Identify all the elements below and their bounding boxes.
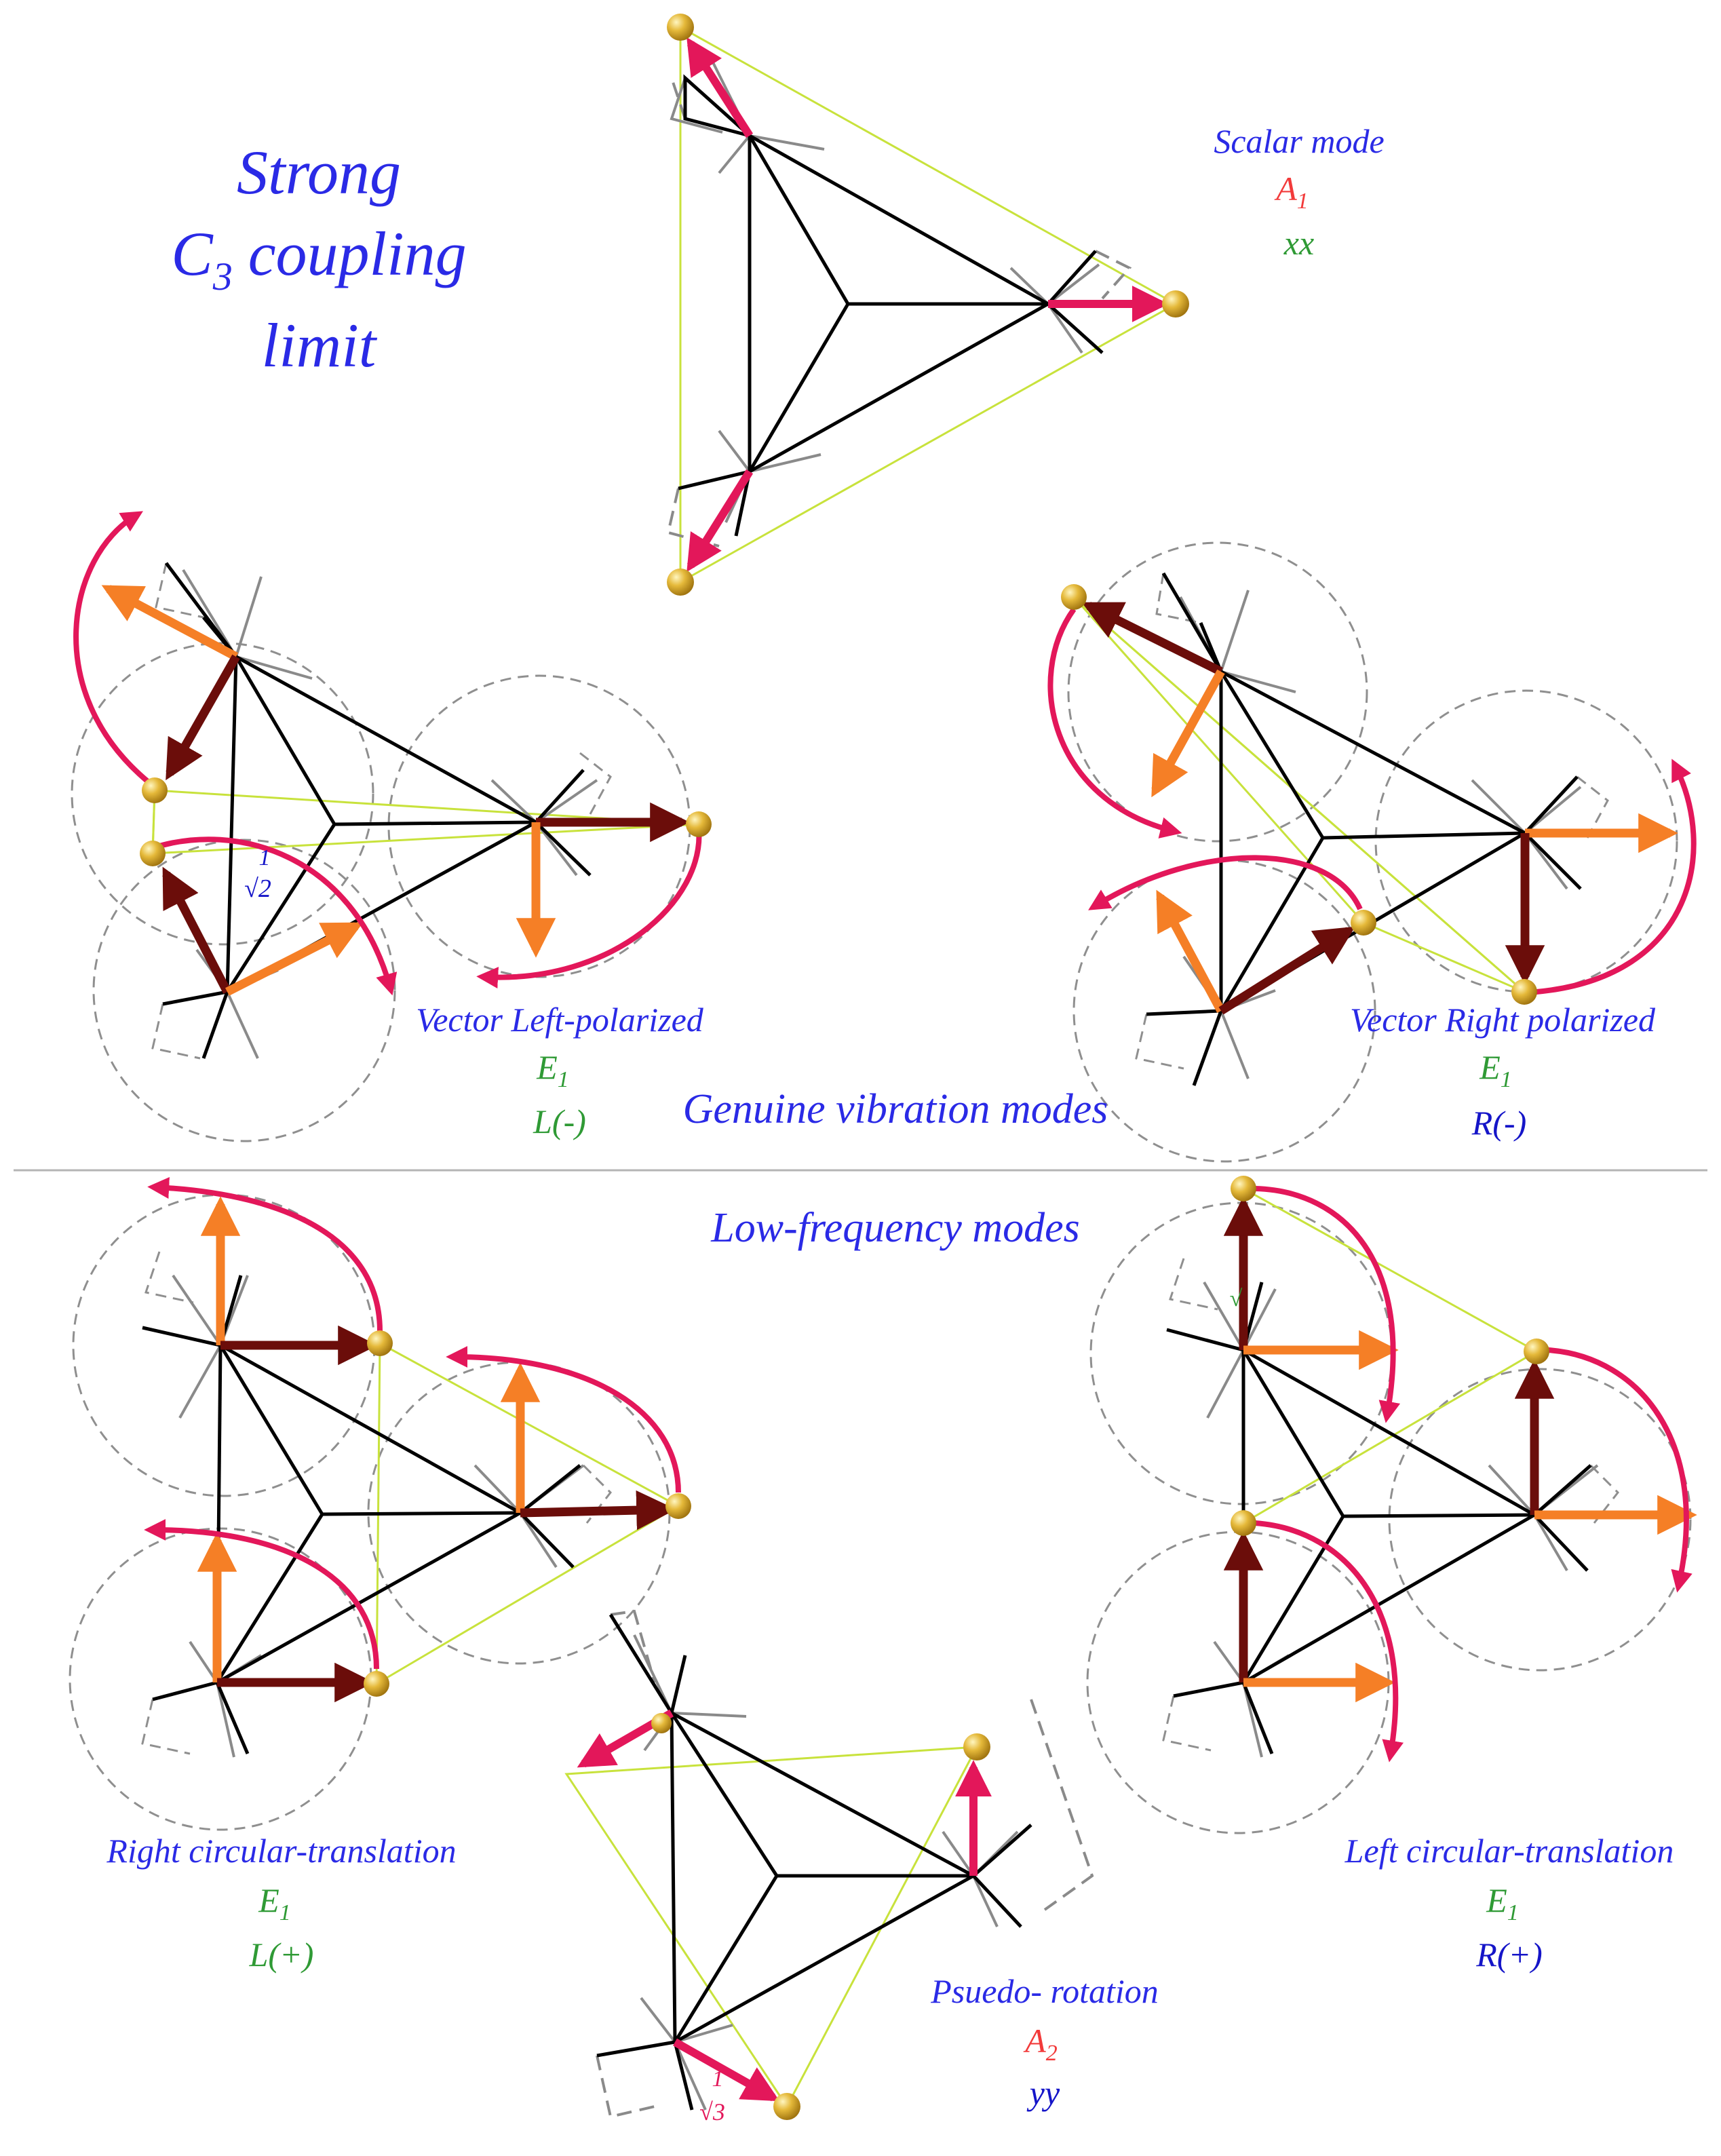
- left-circular-translation-label: Left circular-translation E1 R(+): [1345, 1832, 1674, 1974]
- title-line-2: C3 coupling: [171, 219, 466, 299]
- right-circular-translation-diagram: [69, 1176, 691, 1831]
- vector-right-diagram: [1047, 541, 1697, 1163]
- left-circular-translation-diagram: √: [1086, 1176, 1697, 1834]
- svg-text:L(-): L(-): [533, 1102, 586, 1140]
- svg-text:Vector Right polarized: Vector Right polarized: [1350, 1001, 1656, 1039]
- vector-right-label: Vector Right polarized E1 R(-): [1350, 1001, 1656, 1142]
- svg-text:E1: E1: [536, 1048, 569, 1092]
- svg-text:A1: A1: [1274, 170, 1309, 214]
- partial-factor: √: [1230, 1286, 1243, 1311]
- yellow-link-triangle: [564, 1746, 979, 2109]
- pseudo-factor-num: 1: [712, 2066, 724, 2092]
- svg-text:E1: E1: [1479, 1048, 1512, 1092]
- svg-text:Psuedo- rotation: Psuedo- rotation: [930, 1972, 1159, 2010]
- right-circular-translation-label: Right circular-translation E1 L(+): [106, 1832, 456, 1974]
- title-block: Strong C3 coupling limit: [171, 138, 466, 380]
- section-low-frequency-modes: Low-frequency modes: [710, 1205, 1080, 1251]
- vec-left-factor-den: √2: [244, 874, 271, 903]
- scalar-mode-diagram: [666, 14, 1189, 596]
- scalar-arrow-top: [687, 37, 754, 138]
- svg-text:L(+): L(+): [249, 1936, 314, 1974]
- vector-left-label: Vector Left-polarized E1 L(-): [416, 1001, 704, 1140]
- svg-text:A2: A2: [1023, 2022, 1058, 2066]
- svg-text:Vector Left-polarized: Vector Left-polarized: [416, 1001, 704, 1039]
- svg-text:yy: yy: [1026, 2074, 1060, 2112]
- svg-text:xx: xx: [1283, 224, 1314, 262]
- pseudo-rotation-diagram: 1 √3: [564, 1609, 1094, 2125]
- svg-text:R(+): R(+): [1475, 1936, 1543, 1974]
- svg-text:E1: E1: [1486, 1881, 1519, 1925]
- yellow-link-triangle: [679, 25, 1178, 584]
- svg-text:Left circular-translation: Left circular-translation: [1345, 1832, 1674, 1870]
- yellow-link-shape: [1242, 1187, 1539, 1525]
- pseudo-rotation-label: Psuedo- rotation A2 yy: [930, 1972, 1159, 2112]
- svg-text:Scalar mode: Scalar mode: [1214, 122, 1384, 160]
- vector-left-diagram: 1 √2: [71, 511, 712, 1142]
- scalar-mode-label: Scalar mode A1 xx: [1214, 122, 1384, 262]
- section-genuine-vibration-modes: Genuine vibration modes: [683, 1086, 1108, 1132]
- vec-left-factor-num: 1: [259, 845, 271, 870]
- pseudo-factor-den: √3: [699, 2098, 725, 2125]
- title-line-1: Strong: [237, 138, 401, 207]
- svg-text:Right circular-translation: Right circular-translation: [106, 1832, 456, 1870]
- svg-text:R(-): R(-): [1471, 1104, 1527, 1142]
- scalar-arrow-bottom: [687, 469, 754, 573]
- svg-text:E1: E1: [258, 1881, 291, 1925]
- title-line-3: limit: [262, 311, 378, 380]
